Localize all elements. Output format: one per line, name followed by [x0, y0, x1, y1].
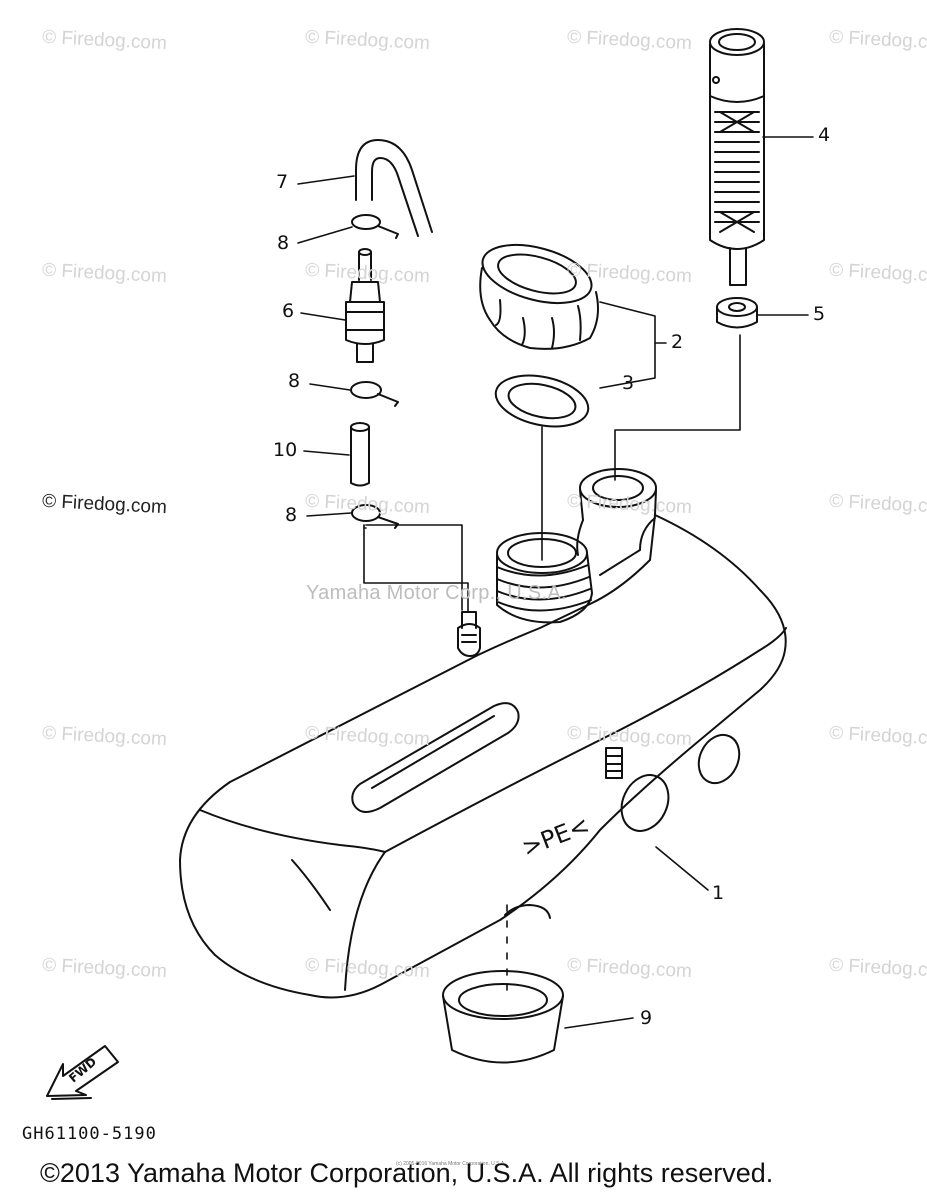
- part-code: GH61100-5190: [22, 1124, 157, 1144]
- callout-9: 9: [640, 1007, 653, 1029]
- callout-7: 7: [276, 171, 289, 193]
- short-hose: [350, 422, 370, 487]
- center-watermark: Yamaha Motor Corp., U.S.A.: [306, 582, 567, 604]
- grommet: [716, 297, 758, 329]
- tiny-notice: (c) 2005-2016 Yamaha Motor Corporation, …: [396, 1161, 506, 1167]
- fuel-tank: [179, 514, 787, 999]
- bottom-cap: [442, 970, 564, 1064]
- callout-1: 1: [712, 882, 725, 904]
- strainer: [709, 28, 765, 286]
- callout-4: 4: [818, 124, 831, 146]
- hose-clamp-lower: [351, 504, 399, 529]
- callout-10: 10: [273, 439, 298, 461]
- callout-3: 3: [622, 372, 635, 394]
- hose: [355, 139, 433, 237]
- hose-clamp-middle: [350, 381, 399, 407]
- filler-cap: [479, 244, 599, 350]
- callout-6: 6: [282, 300, 295, 322]
- callout-8b: 8: [288, 370, 301, 392]
- hose-clamp-upper: [351, 214, 399, 239]
- callout-8c: 8: [285, 504, 298, 526]
- fuel-filter: [345, 248, 385, 363]
- fwd-arrow: [46, 1045, 119, 1100]
- gasket: [494, 374, 590, 428]
- callout-5: 5: [813, 303, 826, 325]
- leader-lines: [297, 136, 814, 1029]
- callout-2: 2: [671, 331, 684, 353]
- pickup-neck: [579, 468, 657, 521]
- copyright-notice: ©2013 Yamaha Motor Corporation, U.S.A. A…: [40, 1158, 774, 1188]
- callout-8a: 8: [277, 232, 290, 254]
